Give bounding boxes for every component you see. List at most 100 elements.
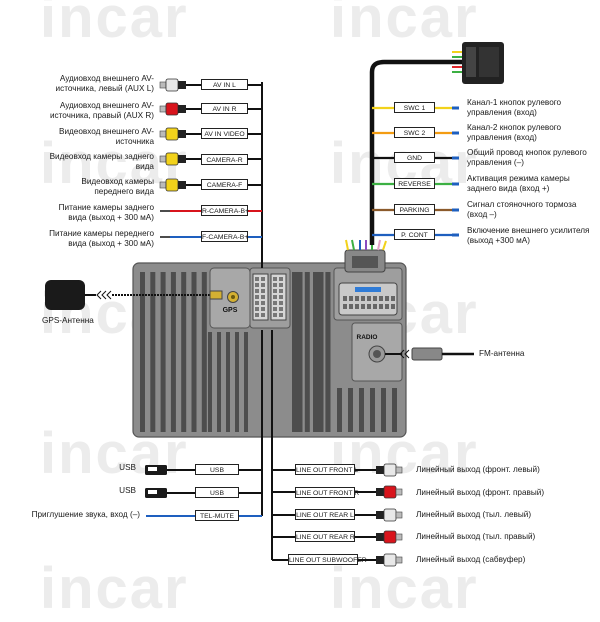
fm-antenna-group [385,347,474,361]
line-out-connector [272,485,403,499]
left-input-desc: Видеовход внешнего AV-источника [59,127,154,146]
iso-pin [373,296,377,301]
line-out-desc: Линейный выход (фронт. левый) [416,465,540,474]
usb-slot [148,467,157,471]
signal-wire [372,131,459,135]
iso-pin [361,296,365,301]
rca-body [383,553,397,567]
rca-tip [395,488,403,496]
bottom-wires [145,330,403,567]
bottom-left-desc: USB [119,463,136,472]
pin [261,295,265,299]
heatsink-fin [140,272,145,432]
right-wire-tag: SWC 1 [394,102,435,113]
wire-end [452,106,459,110]
line-out-desc: Линейный выход (сабвуфер) [416,555,526,564]
iso-pin [391,296,395,301]
pin [279,277,283,281]
line-out-connector [272,530,403,544]
heatsink-fin [294,272,300,432]
iso-pin [367,296,371,301]
left-input-desc: Аудиовход внешнего AV-источника, левый (… [55,74,154,93]
line-out-connector [272,463,403,477]
connector-pins [255,277,283,317]
rca-input-connector [159,78,262,92]
right-wire-desc: Активация режима камеры заднего вида (вх… [467,174,570,193]
rca-body [165,127,179,141]
heatsink-fin [315,272,321,432]
heatsink-fin [170,272,176,432]
left-input-tag: F-CAMERA-B+ [201,231,248,242]
rca-boot [376,533,384,541]
pin [255,313,259,317]
right-wire-desc: Включение внешнего усилителя (выход +300… [467,226,590,245]
bottom-left-tag: USB [195,487,239,498]
iso-pin [349,304,353,309]
rca-boot [178,130,186,138]
line-out-tag: LINE OUT FRONT R [295,487,359,498]
pin [255,307,259,311]
pin [279,301,283,305]
rca-input-connector [159,152,262,166]
pin [261,289,265,293]
pin [261,313,265,317]
iso-pin [373,304,377,309]
rca-input-connector [159,127,262,141]
iso-pin [379,304,383,309]
iso-pin [379,296,383,301]
heatsink-fin [292,272,296,432]
rca-body [165,102,179,116]
rca-input-connector [159,178,262,192]
right-wire-tag: P. CONT [394,229,435,240]
line-out-desc: Линейный выход (тыл. левый) [416,510,532,519]
watermark: incar [330,0,479,50]
line-out-connector [272,553,403,567]
left-input-desc: Видеовход камеры переднего вида [81,177,154,196]
head-unit: GPS RADIO [132,239,407,438]
pin [273,301,277,305]
rca-boot [178,181,186,189]
wiring-diagram: incar incar incar incar incar incar inca… [32,0,590,621]
pin [273,313,277,317]
left-input-desc: Аудиовход внешнего AV-источника, правый … [49,101,154,120]
heatsink-fins [140,272,402,432]
fm-antenna-label: FM-антенна [479,349,525,358]
pin [261,277,265,281]
left-input-tag: R-CAMERA-B+ [201,205,249,216]
rca-boot [178,155,186,163]
heatsink-fin [313,272,317,432]
heatsink-fin [150,272,156,432]
pin [273,277,277,281]
rca-body [383,485,397,499]
right-wire-desc: Канал-1 кнопок рулевого управления (вход… [467,98,562,117]
gps-antenna-group [45,280,223,310]
left-input-tag: CAMERA-R [201,154,248,165]
rca-tip [159,130,167,138]
right-wire-tag: GND [394,152,435,163]
iso-pin [355,304,359,309]
pin [279,307,283,311]
heatsink-fin [217,332,221,432]
pin [279,283,283,287]
line-out-desc: Линейный выход (фронт. правый) [416,488,545,497]
heatsink-fin [191,272,197,432]
line-out-tag: LINE OUT REAR L [295,509,355,520]
left-input-tag: AV IN L [201,79,248,90]
left-input-tag: AV IN R [201,103,248,114]
heatsink-fin [327,272,331,432]
heatsink-fin [181,272,187,432]
pin [273,295,277,299]
left-input-tag: CAMERA-F [201,179,248,190]
steering-harness [369,42,504,245]
usb-connector [145,465,262,475]
right-wire-tag: REVERSE [394,178,435,189]
iso-pin [343,296,347,301]
line-out-tag: LINE OUT FRONT L [295,464,358,475]
line-out-connector [272,508,403,522]
heatsink-fin [359,388,364,432]
heatsink-fin [160,272,166,432]
iso-pin [343,304,347,309]
rca-tip [159,155,167,163]
iso-pin [385,296,389,301]
rca-body [165,152,179,166]
